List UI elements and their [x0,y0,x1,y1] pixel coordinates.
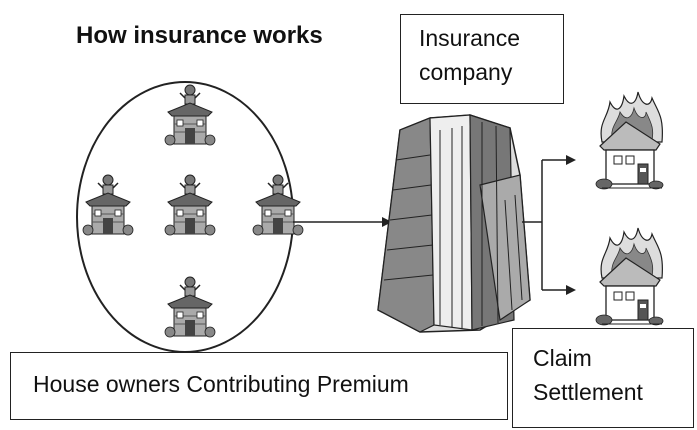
claim-label-line2: Settlement [533,379,643,405]
premium-label: House owners Contributing Premium [33,371,409,397]
arrows-to-claims [522,159,566,291]
company-label-line2: company [419,59,513,85]
arrow-to-company [293,217,392,227]
diagram-title: How insurance works [76,22,323,49]
burning-house-icon [595,227,664,326]
arrow-head-icon [566,285,576,295]
claim-label-line1: Claim [533,345,592,371]
office-tower-icon [377,114,531,333]
burning-house-icon [595,91,664,190]
claim-settlement-box: Claim Settlement [512,328,694,428]
arrow-head-icon [566,155,576,165]
insurance-company-box: Insurance company [400,14,564,104]
company-label-line1: Insurance [419,25,521,51]
house-owners-premium-box: House owners Contributing Premium [10,352,508,420]
